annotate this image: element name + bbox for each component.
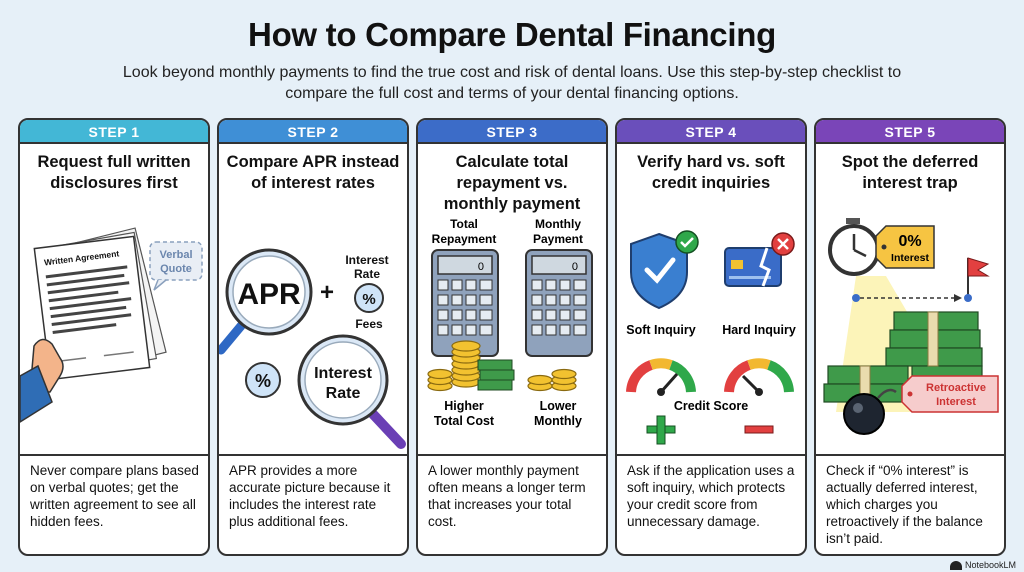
svg-text:Soft Inquiry: Soft Inquiry xyxy=(626,323,695,337)
credit-gauge-poor-icon xyxy=(724,358,794,396)
page-title: How to Compare Dental Financing xyxy=(248,16,776,53)
magnifier-apr-icon: APR xyxy=(219,248,313,355)
svg-text:Interest: Interest xyxy=(314,365,372,382)
svg-text:Hard Inquiry: Hard Inquiry xyxy=(722,323,796,337)
step-label: STEP 3 xyxy=(418,120,606,144)
step-description: A lower monthly payment often means a lo… xyxy=(428,463,586,529)
calculators-illustration: Total Repayment Monthly Payment 0 0 xyxy=(418,216,606,458)
percent-badge-icon: % xyxy=(354,283,384,313)
stopwatch-icon xyxy=(828,218,880,276)
step-card-1: STEP 1 Request full written disclosures … xyxy=(18,118,210,556)
retroactive-interest-tag: Retroactive Interest xyxy=(901,375,999,413)
svg-text:Monthly: Monthly xyxy=(534,414,582,428)
deferred-interest-illustration: 0% Interest xyxy=(816,216,1004,458)
svg-text:Total: Total xyxy=(450,217,478,231)
svg-text:0%: 0% xyxy=(898,233,921,250)
step-card-2: STEP 2 Compare APR instead of interest r… xyxy=(217,118,409,556)
step-description: APR provides a more accurate picture bec… xyxy=(229,463,391,529)
svg-text:Repayment: Repayment xyxy=(432,232,497,246)
timeline-arrow xyxy=(852,294,962,302)
credit-gauge-good-icon xyxy=(626,358,696,396)
svg-text:0: 0 xyxy=(572,261,578,273)
step-title: Compare APR instead of interest rates xyxy=(226,153,400,192)
step-description: Check if “0% interest” is actually defer… xyxy=(826,463,983,546)
svg-text:0: 0 xyxy=(478,261,484,273)
plus-icon xyxy=(646,415,676,445)
step-label: STEP 2 xyxy=(219,120,407,144)
svg-text:Lower: Lower xyxy=(540,399,577,413)
svg-text:Retroactive: Retroactive xyxy=(926,382,986,394)
page-subtitle: Look beyond monthly payments to find the… xyxy=(122,64,902,102)
step-label: STEP 4 xyxy=(617,120,805,144)
step-label: STEP 5 xyxy=(816,120,1004,144)
coin-stack-small-icon xyxy=(527,368,577,392)
flag-icon xyxy=(964,257,990,302)
svg-text:Quote: Quote xyxy=(160,263,192,275)
svg-text:Total Cost: Total Cost xyxy=(434,414,495,428)
hand-icon xyxy=(20,338,64,423)
verbal-quote-bubble: Verbal Quote xyxy=(149,241,203,291)
percent-circle-icon: % xyxy=(245,362,281,398)
step-description: Never compare plans based on verbal quot… xyxy=(30,463,199,529)
brand-name: NotebookLM xyxy=(964,560,1016,570)
step-card-4: STEP 4 Verify hard vs. soft credit inqui… xyxy=(615,118,807,556)
svg-text:%: % xyxy=(362,291,375,308)
step-card-5: STEP 5 Spot the deferred interest trap 0… xyxy=(814,118,1006,556)
svg-text:Credit Score: Credit Score xyxy=(674,399,748,413)
shield-check-icon xyxy=(630,230,699,310)
svg-text:Monthly: Monthly xyxy=(535,217,581,231)
bomb-icon xyxy=(843,388,897,435)
step-label: STEP 1 xyxy=(20,120,208,144)
magnifier-interest-icon: Interest Rate xyxy=(297,334,406,449)
zero-interest-tag: 0% Interest xyxy=(875,225,935,269)
step-card-3: STEP 3 Calculate total repayment vs. mon… xyxy=(416,118,608,556)
credit-card-icon xyxy=(724,232,795,287)
calculator-left-icon: 0 xyxy=(431,249,499,357)
svg-text:Fees: Fees xyxy=(355,317,383,331)
svg-text:Rate: Rate xyxy=(354,267,380,281)
svg-text:Interest: Interest xyxy=(891,252,929,264)
svg-text:Verbal: Verbal xyxy=(159,249,192,261)
minus-icon xyxy=(744,425,774,434)
svg-text:+: + xyxy=(320,279,334,306)
written-agreement-illustration: Written Agreement xyxy=(20,216,208,458)
svg-text:Interest: Interest xyxy=(345,253,388,267)
calculator-right-icon: 0 xyxy=(525,249,593,357)
brand-watermark: NotebookLM xyxy=(949,560,1016,570)
step-title: Calculate total repayment vs. monthly pa… xyxy=(443,153,581,213)
credit-inquiry-illustration: Soft Inquiry Hard Inquiry Credit Score xyxy=(617,216,805,458)
coin-stack-large-icon xyxy=(427,340,481,392)
apr-vs-interest-illustration: APR + Interest Rate % Fees % Interest Ra… xyxy=(219,216,407,458)
step-title: Verify hard vs. soft credit inquiries xyxy=(637,153,785,192)
svg-text:Interest: Interest xyxy=(936,396,976,408)
svg-text:Rate: Rate xyxy=(326,385,361,402)
svg-text:APR: APR xyxy=(237,278,301,311)
notebooklm-logo-icon xyxy=(949,560,962,570)
cash-stack-icon xyxy=(477,359,515,391)
svg-text:%: % xyxy=(255,371,271,391)
step-title: Request full written disclosures first xyxy=(37,153,191,192)
svg-text:Payment: Payment xyxy=(533,232,583,246)
svg-text:Higher: Higher xyxy=(444,399,484,413)
step-description: Ask if the application uses a soft inqui… xyxy=(627,463,795,529)
document-icon: Written Agreement xyxy=(33,227,167,381)
step-title: Spot the deferred interest trap xyxy=(841,153,979,192)
